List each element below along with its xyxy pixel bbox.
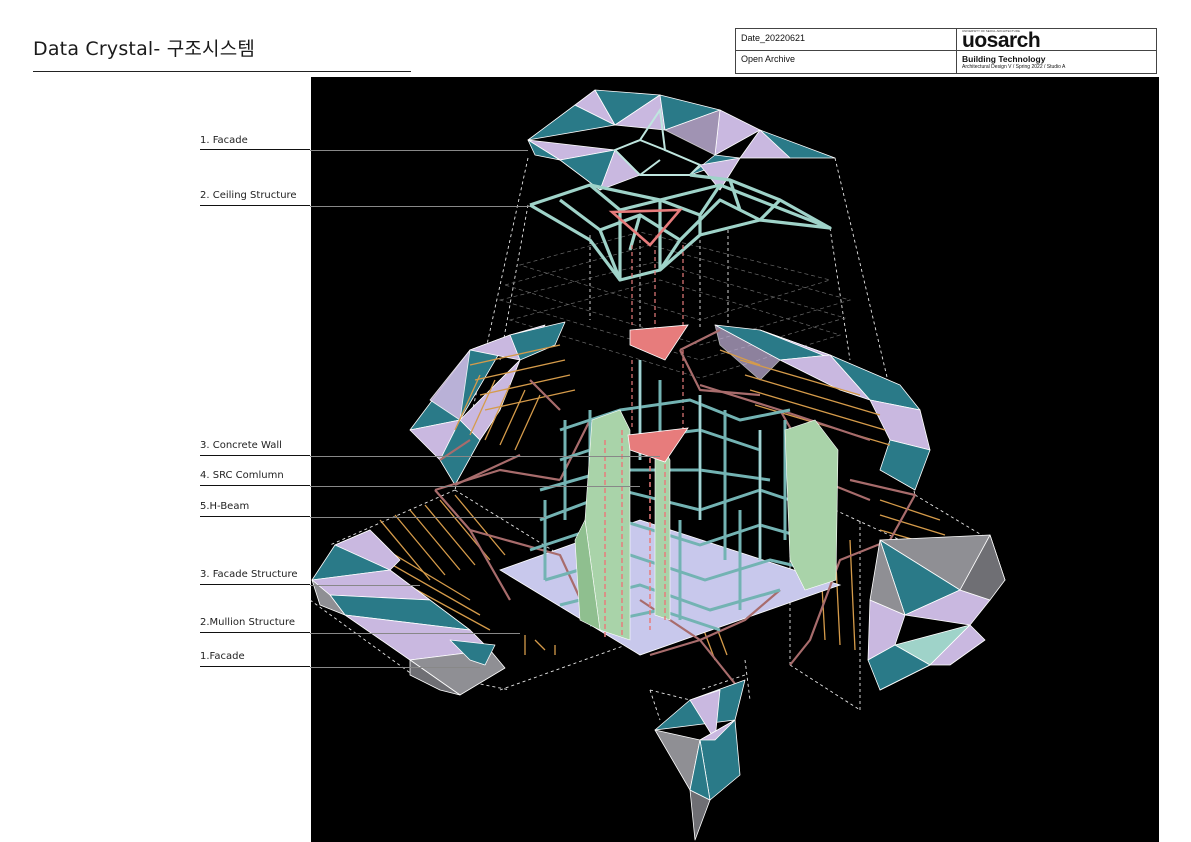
callout-leader: [310, 206, 530, 207]
callout-leader: [310, 633, 520, 634]
callout-label-mullion-structure: 2.Mullion Structure: [200, 617, 295, 628]
callout-rule: [200, 516, 310, 517]
callout-leader: [310, 517, 545, 518]
left-upper-facade: [409, 321, 566, 486]
title-rule: [33, 71, 411, 72]
callout-label-h-beam: 5.H-Beam: [200, 501, 250, 512]
ceiling-core-triangle: [608, 208, 683, 247]
callout-label-facade-top: 1. Facade: [200, 135, 248, 146]
logo-small-text: UNIVERSITY OF SEOUL ARCHITECTURE: [962, 29, 1021, 33]
callout-leader: [310, 667, 480, 668]
callout-rule: [200, 205, 310, 206]
title-block: Date_20220621 Open Archive UNIVERSITY OF…: [735, 28, 1157, 74]
core-dashed-verticals: [631, 245, 684, 430]
callout-leader: [310, 585, 420, 586]
roof-facade: [527, 89, 836, 191]
core-slab-upper: [629, 324, 689, 361]
callout-rule: [200, 149, 310, 150]
callout-label-facade-bottom: 1.Facade: [200, 651, 245, 662]
callout-label-concrete-wall: 3. Concrete Wall: [200, 440, 282, 451]
callout-leader: [310, 150, 528, 151]
right-lower-facade: [867, 534, 1006, 691]
concrete-walls: [574, 409, 839, 641]
callout-rule: [200, 485, 310, 486]
title-block-divider-v: [956, 29, 957, 73]
bottom-facade: [654, 679, 746, 841]
callout-leader: [310, 486, 640, 487]
course-subtitle: Architectural Design V / Spring 2022 / S…: [962, 64, 1066, 70]
callout-rule: [200, 455, 310, 456]
date-label: Date_20220621: [741, 33, 806, 43]
course-label: Building Technology: [962, 54, 1046, 64]
ceiling-structure: [529, 173, 832, 282]
facade-structure-beams: [434, 329, 917, 691]
core-slab-lower: [627, 427, 689, 463]
uosarch-logo: uosarch: [962, 29, 1041, 52]
page-title: Data Crystal- 구조시스템: [33, 38, 256, 60]
callout-label-src-column: 4. SRC Comlumn: [200, 470, 284, 481]
callout-label-facade-structure: 3. Facade Structure: [200, 569, 298, 580]
core-red-columns: [604, 430, 666, 640]
callout-rule: [200, 666, 310, 667]
left-lower-facade: [311, 529, 506, 696]
callout-leader: [310, 456, 660, 457]
right-upper-facade: [714, 324, 931, 491]
roof-opening-frame: [613, 107, 702, 176]
title-block-divider-h: [736, 50, 1156, 51]
callout-label-ceiling-structure: 2. Ceiling Structure: [200, 190, 297, 201]
ceiling-grid-layers: [498, 231, 852, 379]
archive-label: Open Archive: [741, 54, 796, 64]
callout-rule: [200, 584, 310, 585]
callout-rule: [200, 632, 310, 633]
